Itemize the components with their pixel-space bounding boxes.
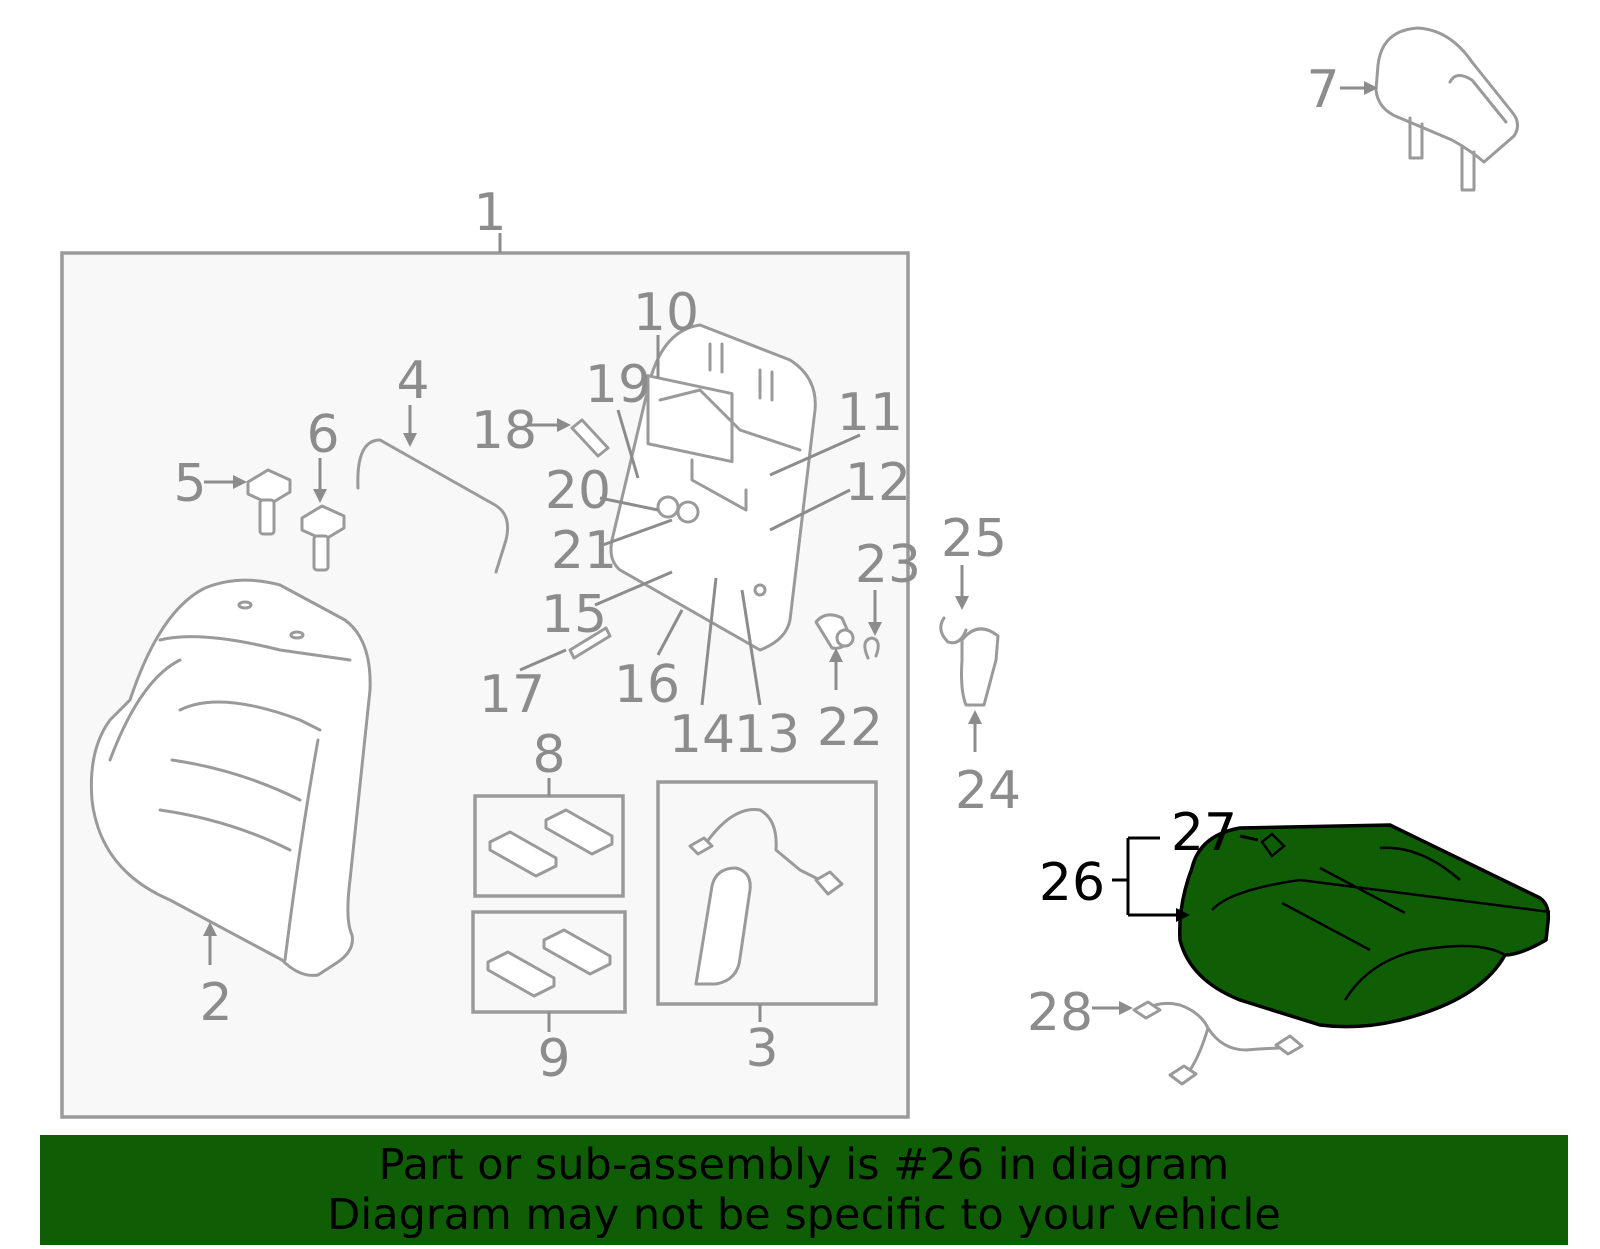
callout-2: 2 <box>199 973 232 1033</box>
pad-part-8[interactable] <box>488 808 614 878</box>
rod-part-4[interactable] <box>356 438 510 574</box>
callout-7: 7 <box>1306 60 1339 120</box>
callout-24: 24 <box>955 761 1021 821</box>
callout-19: 19 <box>585 355 651 415</box>
callout-15: 15 <box>541 585 607 645</box>
callout-22: 22 <box>817 698 883 758</box>
clip-part-27[interactable] <box>1260 832 1286 858</box>
callout-12: 12 <box>845 453 911 513</box>
callout-23: 23 <box>855 535 921 595</box>
callout-14: 14 <box>669 705 735 765</box>
hook-part-25[interactable] <box>939 616 968 645</box>
callout-20: 20 <box>545 461 611 521</box>
callout-16: 16 <box>614 655 680 715</box>
side-airbag-part-3[interactable] <box>688 808 844 986</box>
headrest-part[interactable] <box>1374 26 1519 192</box>
callout-13: 13 <box>734 705 800 765</box>
knob-part-22[interactable] <box>814 613 855 650</box>
callout-6: 6 <box>306 405 339 465</box>
callout-5: 5 <box>173 454 206 514</box>
cover-part-24[interactable] <box>960 627 1000 707</box>
callout-4: 4 <box>396 351 429 411</box>
callout-10: 10 <box>633 283 699 343</box>
callout-11: 11 <box>837 383 903 443</box>
callout-17: 17 <box>479 665 545 725</box>
callout-1: 1 <box>473 183 506 243</box>
side-airbag-box-3 <box>656 780 878 1006</box>
seatback-cover-part[interactable] <box>89 578 372 977</box>
seat-cushion-part-26[interactable] <box>1178 823 1551 1029</box>
guide-part-6[interactable] <box>300 504 346 572</box>
pad-part-9[interactable] <box>486 928 612 998</box>
callout-28: 28 <box>1027 983 1093 1043</box>
callout-21: 21 <box>551 521 617 581</box>
screw-part-17[interactable] <box>568 626 612 660</box>
banner-disclaimer-line: Diagram may not be specific to your vehi… <box>327 1190 1281 1240</box>
part-info-banner: Part or sub-assembly is #26 in diagram D… <box>40 1135 1568 1245</box>
callout-9: 9 <box>537 1029 570 1089</box>
callout-27: 27 <box>1171 803 1237 863</box>
callout-3: 3 <box>745 1019 778 1079</box>
callout-8: 8 <box>532 725 565 785</box>
screw-part-18[interactable] <box>570 418 610 458</box>
callout-25: 25 <box>941 509 1007 569</box>
callout-18: 18 <box>471 401 537 461</box>
guide-part-5[interactable] <box>246 468 292 536</box>
clip-part-23[interactable] <box>863 636 880 660</box>
banner-part-line: Part or sub-assembly is #26 in diagram <box>378 1140 1230 1190</box>
seatback-frame-part[interactable] <box>609 323 817 652</box>
callout-26: 26 <box>1039 853 1105 913</box>
wire-harness-part-28[interactable] <box>1132 1000 1304 1086</box>
